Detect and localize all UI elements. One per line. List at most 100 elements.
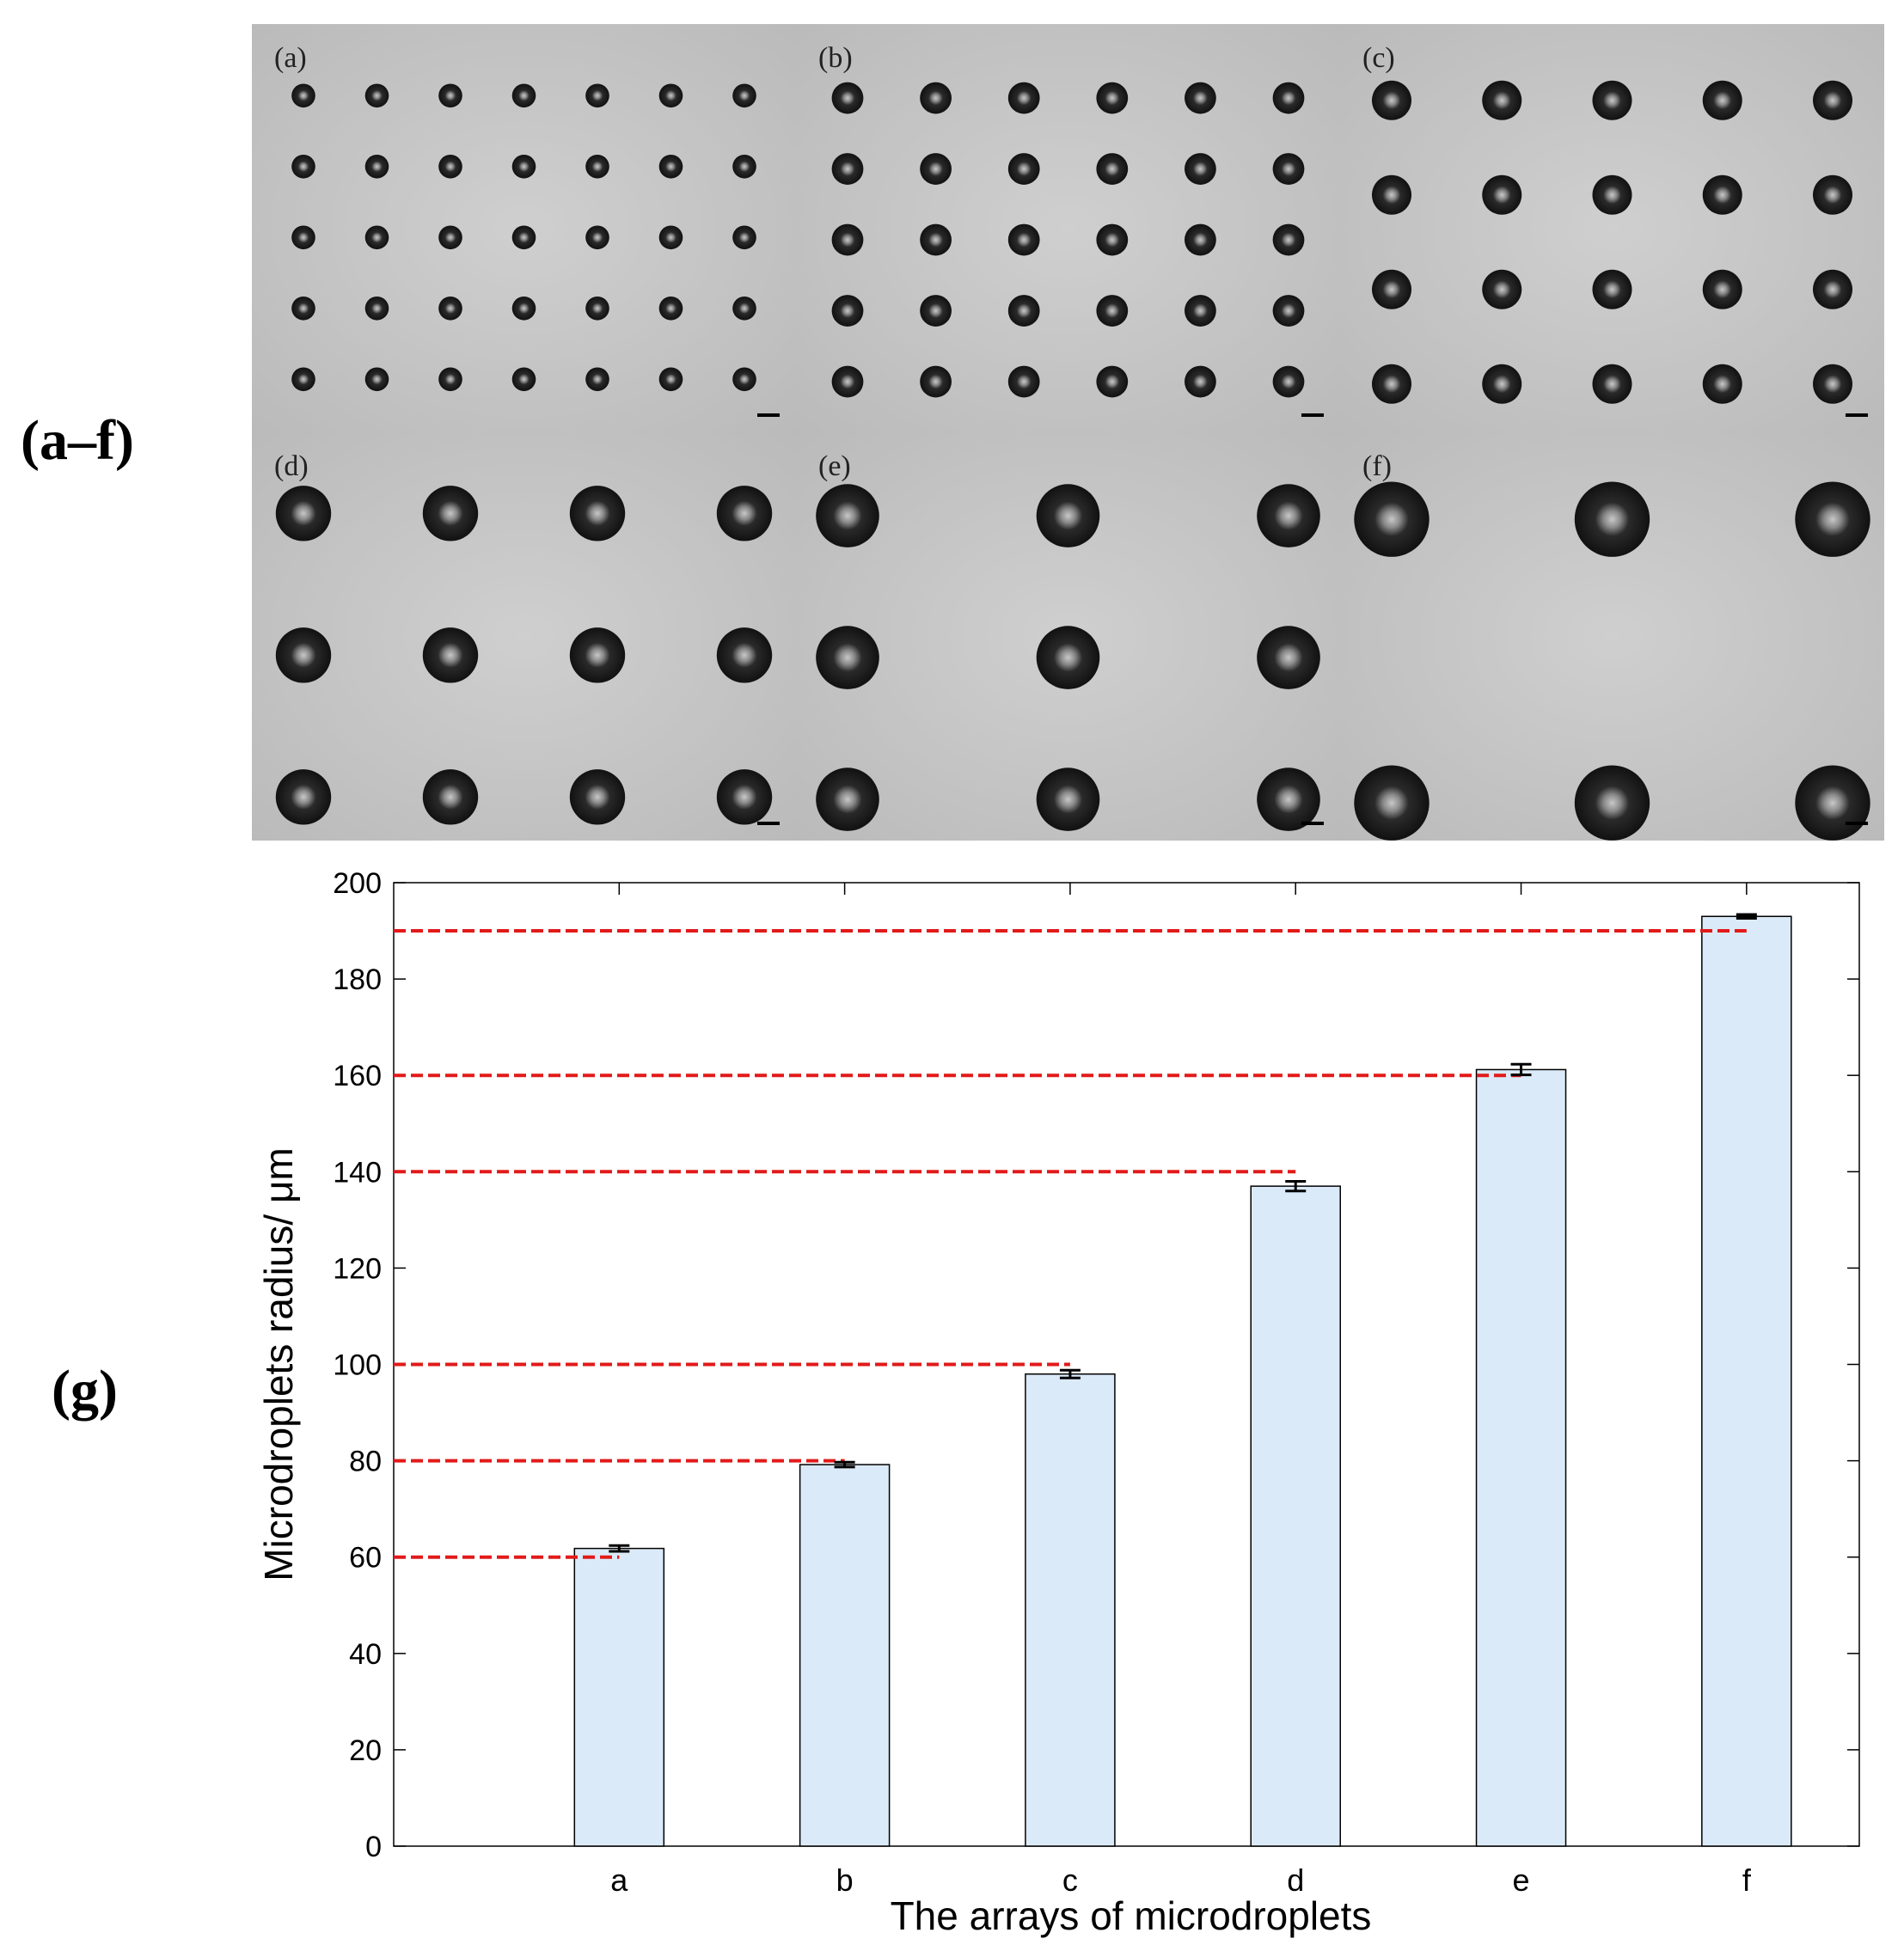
microdroplet <box>291 296 315 321</box>
microdroplet <box>816 768 879 831</box>
y-tick-label: 140 <box>333 1156 382 1189</box>
microdroplet <box>1354 481 1430 557</box>
microdroplet <box>275 769 332 825</box>
microdroplet <box>1007 223 1040 256</box>
microdroplet <box>1096 82 1129 114</box>
microdroplet <box>585 296 609 321</box>
micrograph-panel-b: (b) <box>796 24 1340 432</box>
microdroplet <box>1185 82 1216 114</box>
microdroplet <box>1096 295 1129 327</box>
bar-f <box>1701 915 1792 1847</box>
microdroplet <box>831 153 864 185</box>
microdroplet <box>1272 82 1305 114</box>
y-axis-title: Microdroplets radius/ μm <box>256 1147 301 1581</box>
microdroplet <box>831 223 864 256</box>
microdroplet <box>438 83 462 108</box>
microdroplet <box>732 154 756 179</box>
micrograph-label: (b) <box>818 42 853 74</box>
microdroplet <box>816 626 879 689</box>
microdroplet <box>920 295 952 327</box>
microdroplet <box>1272 295 1305 327</box>
y-tick-label: 80 <box>349 1446 382 1478</box>
microdroplet <box>716 627 773 683</box>
micrograph-panel-e: (e) <box>796 432 1340 841</box>
y-tick-label: 100 <box>333 1349 382 1382</box>
microdroplet <box>1813 269 1852 309</box>
x-tick-label: d <box>1287 1862 1304 1898</box>
microdroplet <box>1096 365 1129 398</box>
microdroplet <box>585 367 609 392</box>
microdroplet <box>732 83 756 108</box>
microdroplet <box>1096 223 1129 256</box>
panel-label-g: (g) <box>52 1359 118 1422</box>
y-tick-label: 120 <box>333 1252 382 1285</box>
microdroplet <box>1257 626 1320 689</box>
microdroplet <box>1185 223 1216 256</box>
microdroplet <box>1185 365 1216 398</box>
microdroplet <box>658 296 683 321</box>
microdroplet <box>364 83 389 108</box>
micrograph-grid: (a) (b) (c) (d) (e) (f) <box>252 24 1884 841</box>
microdroplet <box>511 83 536 108</box>
microdroplet <box>364 296 389 321</box>
x-tick-label: b <box>836 1862 854 1898</box>
scale-bar <box>1301 413 1324 417</box>
microdroplet <box>438 296 462 321</box>
microdroplet <box>569 627 626 683</box>
x-axis-title: The arrays of microdroplets <box>891 1893 1372 1938</box>
microdroplet <box>275 486 332 541</box>
bar-d <box>1250 1185 1341 1847</box>
y-tick-label: 0 <box>365 1831 382 1863</box>
bar-c <box>1025 1373 1116 1847</box>
microdroplet <box>831 365 864 398</box>
microdroplet <box>658 225 683 250</box>
microdroplet <box>1354 765 1430 841</box>
y-tick-label: 200 <box>333 867 382 900</box>
micrograph-label: (f) <box>1362 450 1392 482</box>
microdroplet <box>291 83 315 108</box>
micrograph-label: (d) <box>274 450 309 482</box>
scale-bar <box>757 822 780 825</box>
error-bar-b <box>834 1460 855 1469</box>
microdroplet <box>291 225 315 250</box>
microdroplet <box>511 296 536 321</box>
x-tick-label: c <box>1062 1862 1078 1898</box>
scale-bar <box>757 413 780 417</box>
micrograph-panel-a: (a) <box>252 24 796 432</box>
microdroplet <box>1372 364 1411 404</box>
microdroplet <box>920 223 952 256</box>
microdroplet <box>658 83 683 108</box>
microdroplet <box>716 486 773 541</box>
y-tick-label: 20 <box>349 1734 382 1767</box>
microdroplet <box>438 367 462 392</box>
microdroplet <box>1702 174 1742 215</box>
microdroplet <box>585 225 609 250</box>
micrograph-panel-f: (f) <box>1340 432 1884 841</box>
error-bar-f <box>1736 913 1757 920</box>
microdroplet <box>1592 174 1632 215</box>
microdroplet <box>585 154 609 179</box>
microdroplet <box>732 225 756 250</box>
micrograph-panel-c: (c) <box>1340 24 1884 432</box>
microdroplet <box>1272 153 1305 185</box>
microdroplet <box>1007 295 1040 327</box>
micrograph-label: (c) <box>1362 42 1395 74</box>
microdroplet <box>1007 153 1040 185</box>
x-tick-label: a <box>610 1862 628 1898</box>
microdroplet <box>364 154 389 179</box>
bar-e <box>1475 1068 1567 1847</box>
microdroplet <box>920 365 952 398</box>
x-tick-label: f <box>1742 1862 1752 1898</box>
micrograph-panel-d: (d) <box>252 432 796 841</box>
error-bar-c <box>1059 1368 1081 1379</box>
y-tick-label: 180 <box>333 963 382 996</box>
microdroplet <box>1482 80 1522 120</box>
microdroplet <box>1702 269 1742 309</box>
microdroplet <box>1272 365 1305 398</box>
microdroplet <box>1592 269 1632 309</box>
microdroplet <box>438 154 462 179</box>
microdroplet <box>1272 223 1305 256</box>
microdroplet <box>732 367 756 392</box>
microdroplet <box>1482 269 1522 309</box>
y-tick-label: 60 <box>349 1542 382 1575</box>
